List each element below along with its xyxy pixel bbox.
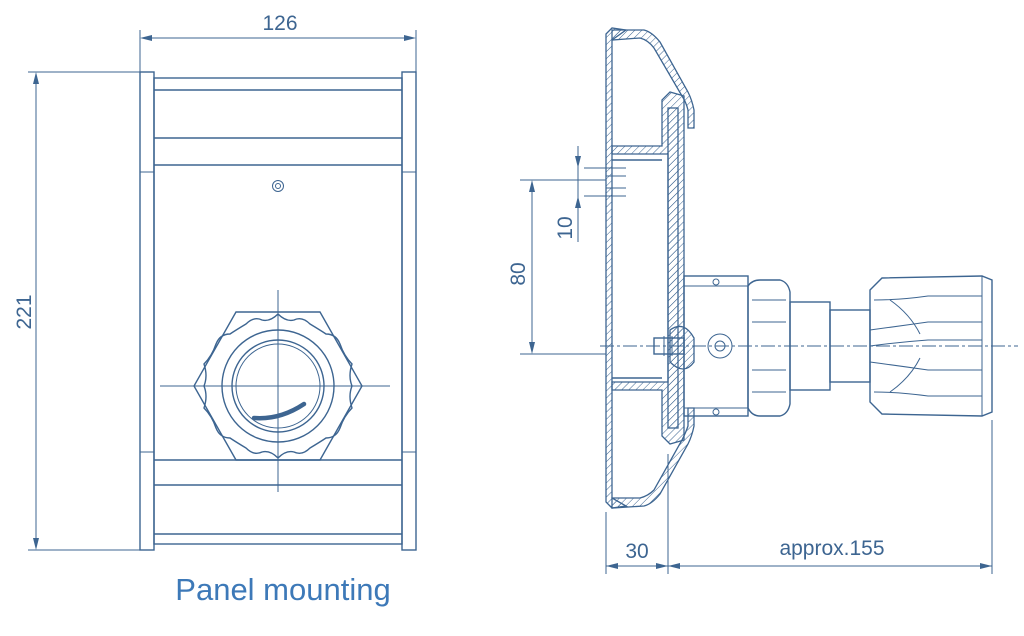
- diagram-caption: Panel mounting: [175, 572, 390, 607]
- front-plate: [605, 27, 628, 509]
- right-flange: [401, 71, 417, 551]
- dim-depth-label: 30: [625, 540, 648, 563]
- rotation-indicator-icon: [251, 401, 307, 421]
- knob-ring-outer: [221, 329, 335, 443]
- handwheel: [869, 275, 993, 417]
- side-view: 10 80 30 approx.155: [507, 27, 1018, 574]
- screw-icon: [272, 180, 284, 192]
- left-flange: [139, 71, 155, 551]
- top-cover: [611, 29, 695, 129]
- dim-offset-label: 80: [507, 262, 530, 285]
- knob-ring-inner: [231, 339, 325, 433]
- dim-height-label: 221: [13, 294, 36, 329]
- hex-nut: [193, 311, 363, 461]
- dim-projection-label: approx.155: [779, 537, 884, 560]
- hex-nut-side: [747, 279, 791, 417]
- front-view: 126 221: [13, 12, 417, 551]
- dim-hole-label: 10: [554, 216, 577, 239]
- panel-body: [153, 77, 403, 545]
- dim-width-label: 126: [262, 12, 297, 35]
- knob-grip: [203, 313, 353, 459]
